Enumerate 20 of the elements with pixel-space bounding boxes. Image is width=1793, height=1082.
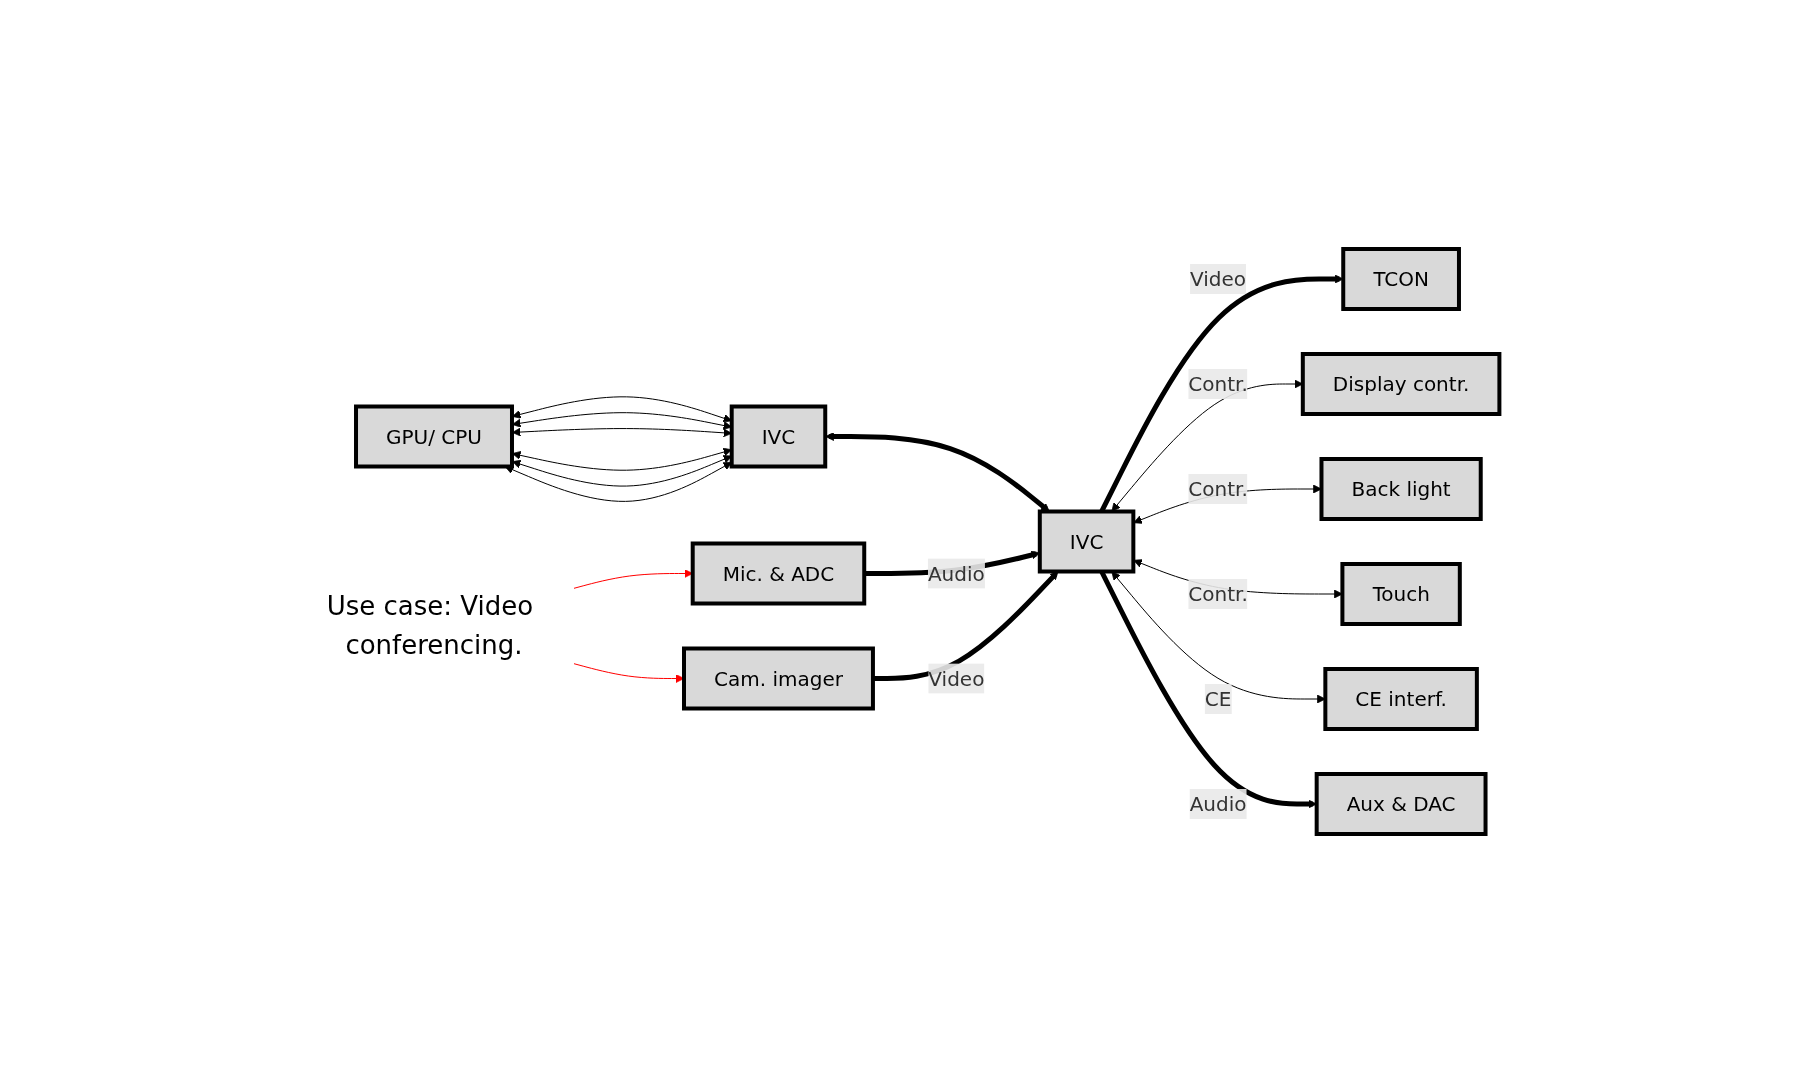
node-box: Cam. imager <box>681 646 875 710</box>
edge-label: Audio <box>1189 791 1247 816</box>
node-box: Back light <box>1319 456 1483 521</box>
node-box: CE interf. <box>1323 666 1479 731</box>
edge-label: Audio <box>927 561 985 585</box>
node-box: Display contr. <box>1300 351 1502 416</box>
edge-label: Video <box>928 666 985 690</box>
node-box: IVC <box>1037 509 1136 573</box>
node-box: Aux & DAC <box>1314 771 1488 836</box>
node-box: TCON <box>1341 246 1461 311</box>
edge-label: Contr. <box>1188 581 1248 606</box>
node-box: Touch <box>1340 561 1462 626</box>
node-box: IVC <box>729 404 828 468</box>
node-box: Mic. & ADC <box>690 541 867 605</box>
edge-label: CE <box>1204 686 1232 711</box>
edge-label: Contr. <box>1188 476 1248 501</box>
edge-label: Video <box>1189 266 1246 291</box>
node-text: Use case: Video conferencing. <box>326 590 533 660</box>
node-box: GPU/ CPU <box>353 404 514 468</box>
edge-label: Contr. <box>1188 371 1248 396</box>
